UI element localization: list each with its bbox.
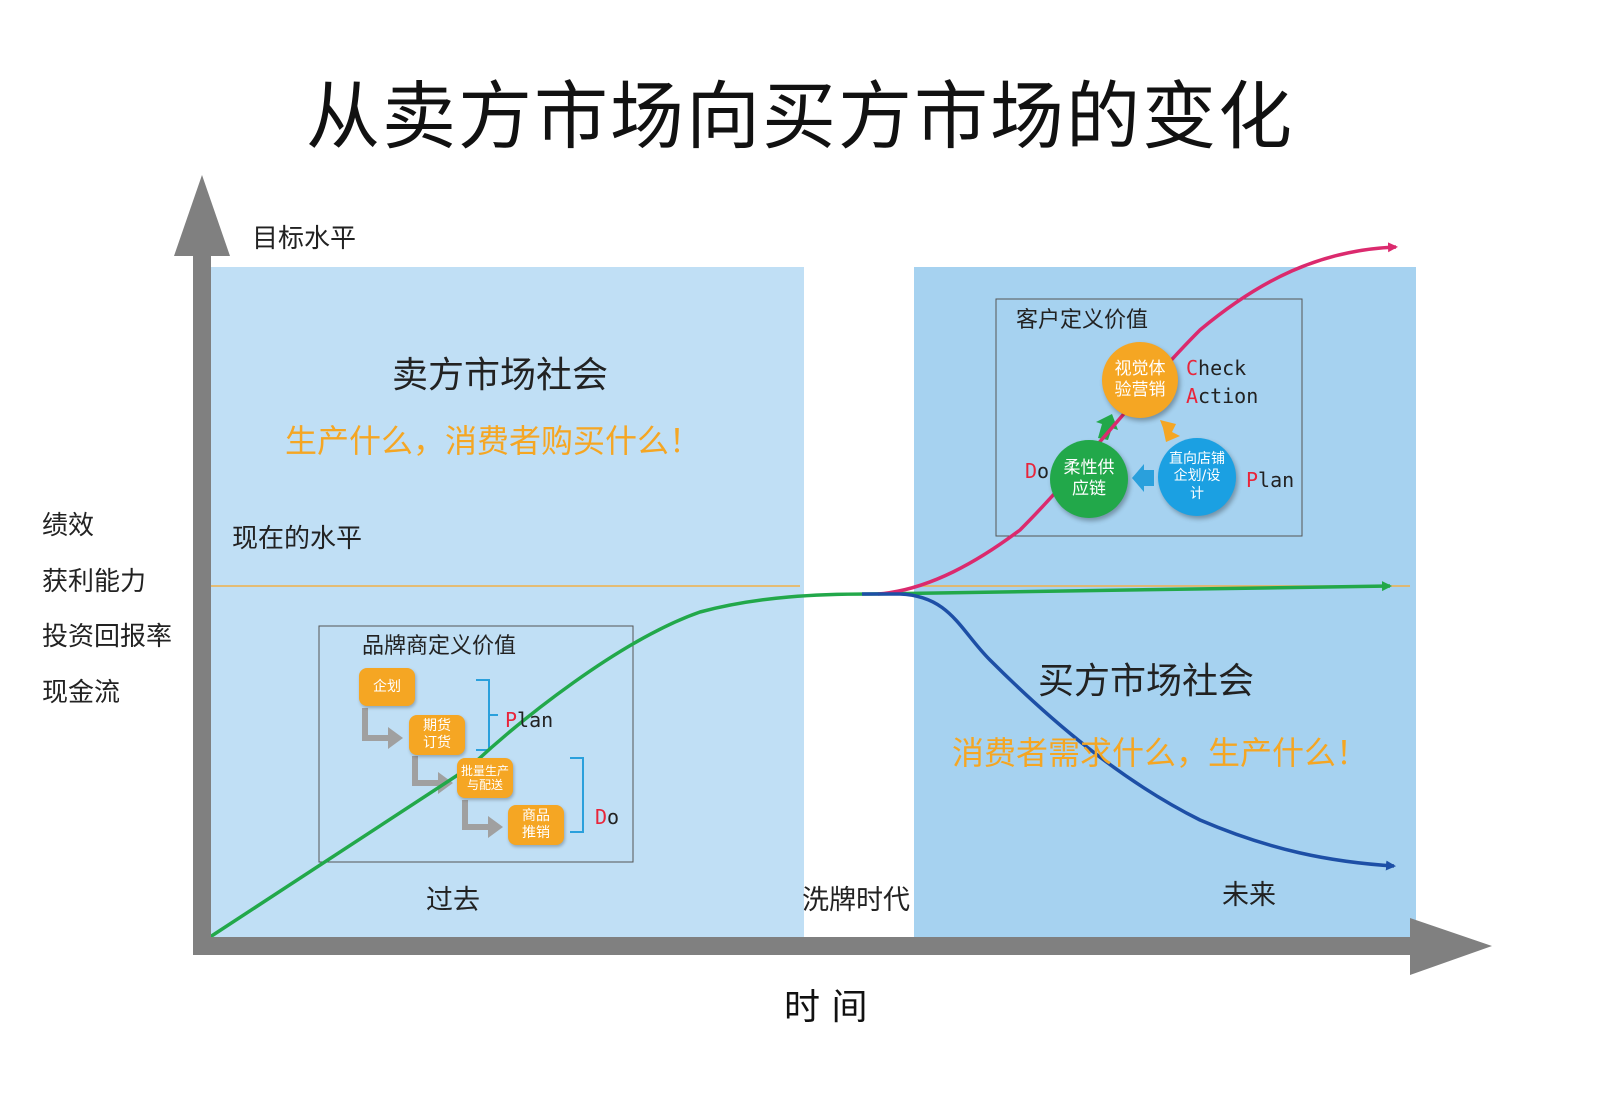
x-tick-past: 过去 [426,885,480,916]
metric-profitability: 获利能力 [42,567,147,597]
step-futures-order-box: 期货订货 [409,715,465,755]
rising-pink-curve [877,242,1398,596]
seller-market-zone [210,267,804,937]
check-rest: heck [1198,356,1247,380]
buyer-plan-rest: lan [1258,468,1295,492]
step-arrow-3 [462,800,503,838]
cycle-arrow-to-plan [1160,420,1180,442]
page-title: 从卖方市场向买方市场的变化 [306,74,1294,160]
past-green-curve [209,592,871,939]
action-initial: A [1186,384,1199,408]
buyer-plan-label: Plan [1246,470,1294,490]
falling-blue-curve [862,592,1396,871]
seller-market-title: 卖方市场社会 [392,355,609,396]
x-axis-shaft [193,937,1415,955]
x-tick-future: 未来 [1222,880,1276,911]
seller-market-slogan: 生产什么，消费者购买什么！ [285,422,702,460]
seller-do-rest: o [607,805,620,829]
buyer-market-slogan: 消费者需求什么，生产什么！ [952,734,1369,772]
current-level-label: 现在的水平 [232,524,363,554]
check-initial: C [1186,356,1199,380]
action-label: Action [1186,386,1258,406]
plan-bracket [476,679,498,751]
y-axis-shaft [193,254,211,954]
target-level-label: 目标水平 [252,224,357,254]
flat-green-curve [869,581,1392,596]
metric-roi: 投资回报率 [42,622,173,652]
customer-value-panel-title: 客户定义价值 [1016,308,1149,333]
step-arrow-1 [362,708,403,749]
seller-plan-label: Plan [505,710,553,730]
step-merchandising-box: 商品推销 [508,805,564,845]
brand-value-panel-title: 品牌商定义价值 [362,634,517,659]
brand-value-panel [318,625,634,863]
do-bracket [570,757,584,833]
cycle-arrow-to-do [1132,464,1154,492]
buyer-do-label: Do [1025,461,1049,481]
cycle-arrow-to-check [1096,414,1118,440]
action-rest: ction [1198,384,1259,408]
customer-value-panel [995,298,1303,537]
visual-marketing-circle: 视觉体验营销 [1102,342,1178,418]
step-planning-box: 企划 [359,668,415,706]
seller-do-label: Do [595,807,619,827]
step-mass-production-box: 批量生产与配送 [457,758,513,798]
metric-performance: 绩效 [42,511,95,541]
seller-plan-initial: P [505,708,518,732]
metric-cash-flow: 现金流 [42,678,121,708]
seller-plan-rest: lan [517,708,554,732]
store-planning-circle: 直向店铺企划/设计 [1158,438,1236,516]
x-axis-label: 时 间 [784,987,868,1028]
x-axis-arrowhead [1410,918,1492,975]
y-axis-arrowhead [174,175,230,256]
buyer-plan-initial: P [1246,468,1259,492]
flexible-supply-chain-circle: 柔性供应链 [1050,440,1128,518]
seller-do-initial: D [595,805,608,829]
check-label: Check [1186,358,1246,378]
buyer-market-title: 买方市场社会 [1038,661,1255,702]
x-tick-shuffle-era: 洗牌时代 [802,885,910,916]
buyer-do-rest: o [1037,459,1050,483]
buyer-do-initial: D [1025,459,1038,483]
